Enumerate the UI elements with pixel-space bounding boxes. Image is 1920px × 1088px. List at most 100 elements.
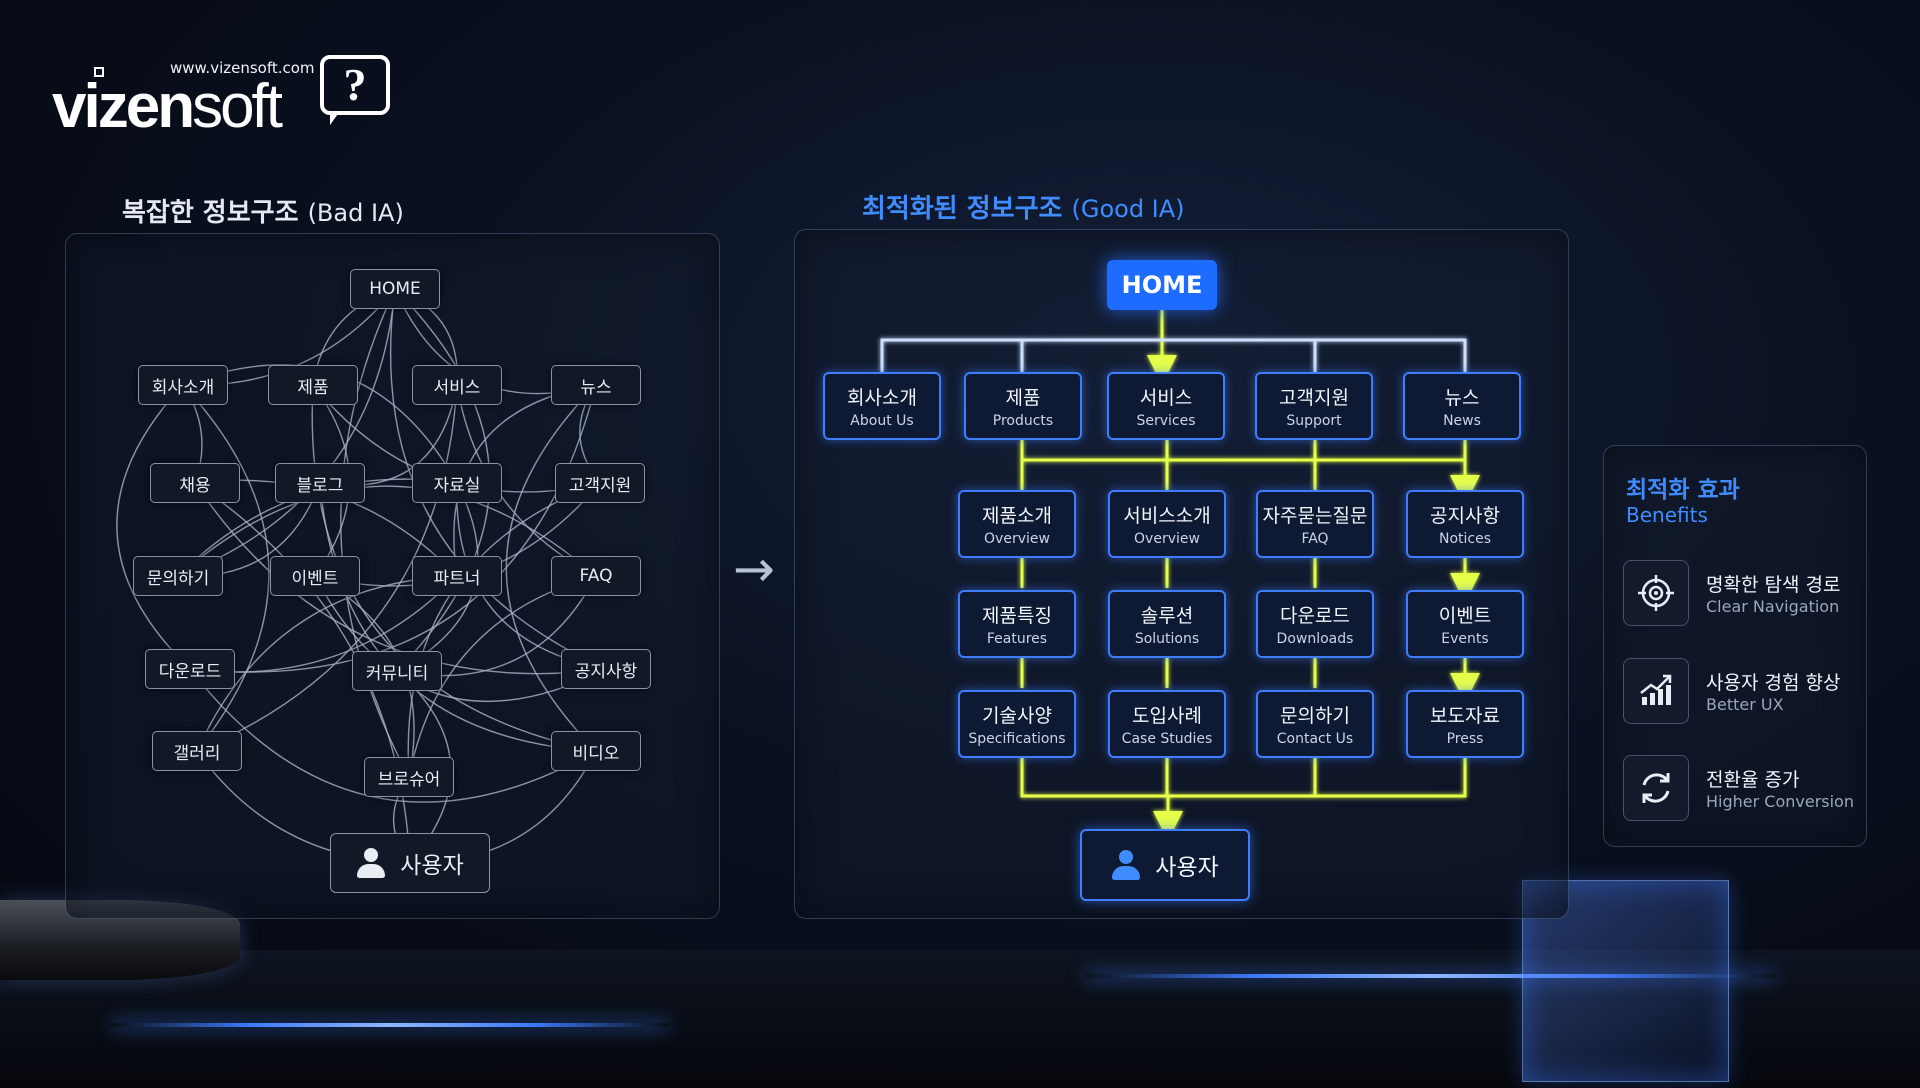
pedestal-decoration [0,900,240,980]
bad-node-1[interactable]: 제품 [268,365,358,405]
good-top-3-en: Support [1286,413,1342,429]
good-r0-c1-ko: 서비스소개 [1123,505,1211,527]
bad-node-7[interactable]: 고객지원 [555,463,645,503]
good-top-0-ko: 회사소개 [847,387,917,409]
bad-node-9[interactable]: 이벤트 [270,556,360,596]
good-top-0[interactable]: 회사소개 About Us [823,372,941,440]
good-r0-c0-en: Overview [984,531,1050,547]
bad-node-17[interactable]: 브로슈어 [364,757,454,797]
bad-user-label: 사용자 [400,853,464,879]
good-r2-c0[interactable]: 기술사양 Specifications [958,690,1076,758]
bad-node-12[interactable]: 다운로드 [145,649,235,689]
bad-node-5[interactable]: 블로그 [275,463,365,503]
good-r0-c2[interactable]: 자주묻는질문 FAQ [1256,490,1374,558]
bad-node-home[interactable]: HOME [350,269,440,309]
good-top-1-en: Products [992,413,1054,429]
good-r2-c2-en: Contact Us [1276,731,1354,747]
bad-node-6[interactable]: 자료실 [412,463,502,503]
bad-node-11[interactable]: FAQ [551,556,641,596]
floor-surface [0,950,1920,1088]
bad-node-14[interactable]: 공지사항 [561,649,651,689]
good-r1-c0-en: Features [986,631,1048,647]
good-top-4-en: News [1443,413,1481,429]
good-top-2-ko: 서비스 [1139,387,1193,409]
good-ia-subtitle: (Good IA) [1071,195,1185,223]
logo-url: www.vizensoft.com [170,59,315,77]
user-icon [1111,850,1141,880]
good-r1-c1-ko: 솔루션 [1140,605,1194,627]
good-r0-c2-ko: 자주묻는질문 [1262,505,1368,527]
bubble-tail [330,111,340,125]
good-top-2-en: Services [1136,413,1196,429]
good-r1-c0[interactable]: 제품특징 Features [958,590,1076,658]
vizensoft-logo: www.vizensoft.com vizensoft ? [52,55,392,145]
benefits-title: 최적화 효과 [1626,477,1740,503]
benefit-2-en: Higher Conversion [1706,792,1854,811]
bad-node-2[interactable]: 서비스 [412,365,502,405]
good-r2-c0-ko: 기술사양 [982,705,1052,727]
logo-word-b: soft [192,72,283,141]
floor-glow-right [1085,974,1775,978]
target-icon [1623,560,1689,626]
good-r2-c3-en: Press [1446,731,1484,747]
logo-dot [94,67,104,77]
good-user-label: 사용자 [1155,855,1219,881]
bad-node-13[interactable]: 커뮤니티 [352,651,442,691]
benefit-0-en: Clear Navigation [1706,597,1840,616]
benefit-item-1: 사용자 경험 향상 Better UX [1623,658,1863,730]
good-r1-c3-ko: 이벤트 [1438,605,1492,627]
good-r2-c0-en: Specifications [968,731,1066,747]
benefit-2-ko: 전환율 증가 [1706,769,1800,791]
good-top-4[interactable]: 뉴스 News [1403,372,1521,440]
good-r1-c0-ko: 제품특징 [982,605,1052,627]
good-user-node[interactable]: 사용자 [1080,829,1250,901]
bad-ia-subtitle: (Bad IA) [307,199,404,227]
question-bubble-icon: ? [320,55,390,115]
good-ia-panel [794,229,1569,919]
bad-node-4[interactable]: 채용 [150,463,240,503]
good-r0-c1[interactable]: 서비스소개 Overview [1108,490,1226,558]
benefit-1-en: Better UX [1706,695,1784,714]
benefits-subtitle: Benefits [1626,503,1708,527]
bad-ia-title: 복잡한 정보구조 (Bad IA) [122,192,404,229]
logo-wordmark: vizensoft [52,71,283,142]
good-node-home[interactable]: HOME [1107,260,1217,310]
refresh-cycle-icon [1623,755,1689,821]
good-r0-c3[interactable]: 공지사항 Notices [1406,490,1524,558]
bad-node-16[interactable]: 비디오 [551,731,641,771]
benefit-item-0: 명확한 탐색 경로 Clear Navigation [1623,560,1863,632]
good-top-0-en: About Us [850,413,914,429]
transition-arrow-icon: → [733,540,775,598]
bad-node-15[interactable]: 갤러리 [152,731,242,771]
bad-node-3[interactable]: 뉴스 [551,365,641,405]
benefit-item-2: 전환율 증가 Higher Conversion [1623,755,1863,827]
good-top-4-ko: 뉴스 [1444,387,1480,409]
growth-chart-icon [1623,658,1689,724]
bad-node-8[interactable]: 문의하기 [133,556,223,596]
good-r2-c1[interactable]: 도입사례 Case Studies [1108,690,1226,758]
bad-user-node[interactable]: 사용자 [330,833,490,893]
good-r0-c2-en: FAQ [1301,531,1329,547]
bad-ia-title-ko: 복잡한 정보구조 [122,198,299,228]
good-r0-c0[interactable]: 제품소개 Overview [958,490,1076,558]
good-ia-title: 최적화된 정보구조 (Good IA) [862,188,1185,225]
good-top-2[interactable]: 서비스 Services [1107,372,1225,440]
good-r2-c1-en: Case Studies [1121,731,1213,747]
good-r0-c3-en: Notices [1438,531,1492,547]
good-r0-c1-en: Overview [1134,531,1200,547]
benefit-1-ko: 사용자 경험 향상 [1706,672,1841,694]
bad-node-0[interactable]: 회사소개 [138,365,228,405]
good-r0-c3-ko: 공지사항 [1430,505,1500,527]
good-r0-c0-ko: 제품소개 [982,505,1052,527]
bad-node-10[interactable]: 파트너 [412,556,502,596]
good-ia-title-ko: 최적화된 정보구조 [862,194,1063,224]
user-icon [356,848,386,878]
good-r2-c1-ko: 도입사례 [1132,705,1202,727]
